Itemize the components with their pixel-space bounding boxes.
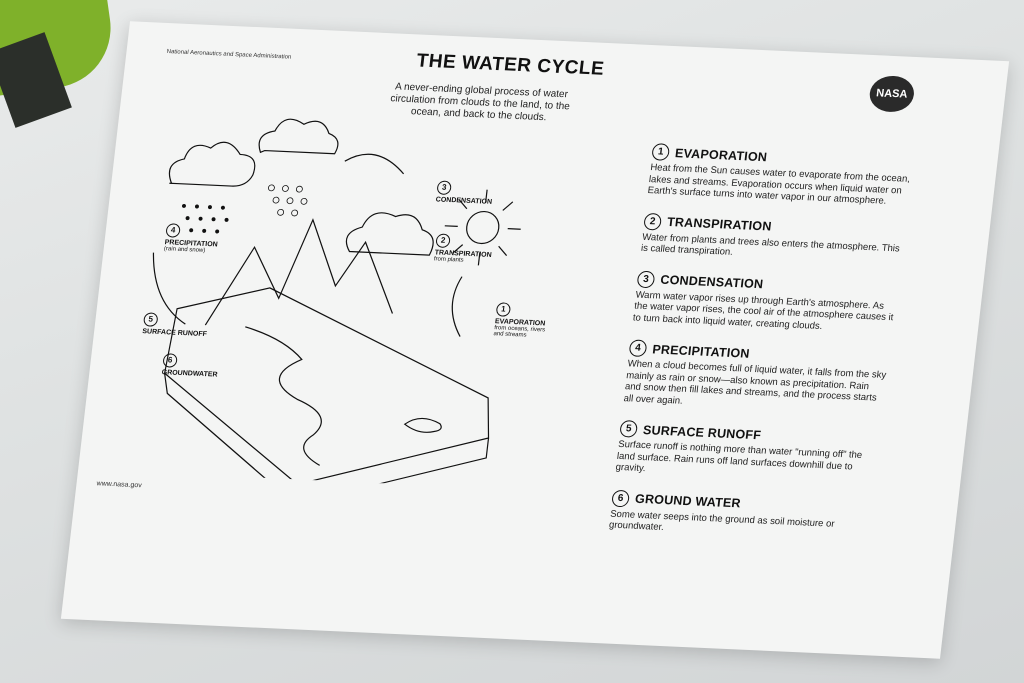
- label-surface-runoff: 5 SURFACE RUNOFF: [142, 312, 209, 338]
- cloud-right-icon: [345, 212, 434, 256]
- nasa-logo-icon: NASA: [867, 75, 916, 113]
- step-title: EVAPORATION: [674, 145, 768, 164]
- label-evaporation: 1 EVAPORATION from oceans, rivers and st…: [493, 302, 557, 340]
- water-cycle-diagram: [152, 118, 521, 490]
- step-number: 6: [611, 489, 631, 507]
- step-number: 3: [636, 270, 656, 288]
- label-condensation: 3 CONDENSATION: [435, 180, 494, 206]
- footer-url: www.nasa.gov: [96, 480, 143, 490]
- cloud-left-icon: [168, 141, 256, 187]
- step-number: 2: [643, 212, 663, 231]
- step-title: GROUND WATER: [634, 491, 742, 511]
- rain-drops-icon: [181, 203, 229, 234]
- label-precipitation: 4 PRECIPITATION (rain and snow): [164, 223, 220, 254]
- agency-name: National Aeronautics and Space Administr…: [166, 49, 292, 61]
- arrow-cycle-top-icon: [344, 153, 405, 175]
- whale-icon: [403, 417, 442, 433]
- label-groundwater: 6 GROUNDWATER: [161, 353, 219, 379]
- cloud-top-icon: [258, 118, 339, 155]
- step-title: TRANSPIRATION: [666, 214, 773, 234]
- step-title: SURFACE RUNOFF: [642, 422, 762, 442]
- arrow-cycle-left-icon: [152, 252, 186, 325]
- step-title: CONDENSATION: [659, 272, 765, 292]
- step-number: 1: [651, 143, 671, 161]
- snowflakes-icon: [267, 184, 308, 217]
- mountains-icon: [204, 218, 394, 326]
- step-number: 4: [628, 339, 648, 358]
- page-title: THE WATER CYCLE: [415, 50, 606, 80]
- step-title: PRECIPITATION: [651, 341, 751, 361]
- river-icon: [245, 326, 322, 466]
- nasa-logo-text: NASA: [875, 87, 909, 101]
- step-number: 5: [619, 419, 639, 438]
- arrow-evaporation-icon: [451, 276, 463, 337]
- worksheet-paper: National Aeronautics and Space Administr…: [60, 21, 1010, 659]
- sun-rays-icon: [444, 189, 521, 266]
- sun-icon: [466, 210, 500, 245]
- step-text: When a cloud becomes full of liquid wate…: [623, 358, 887, 407]
- label-transpiration: 2 TRANSPIRATION from plants: [434, 233, 494, 264]
